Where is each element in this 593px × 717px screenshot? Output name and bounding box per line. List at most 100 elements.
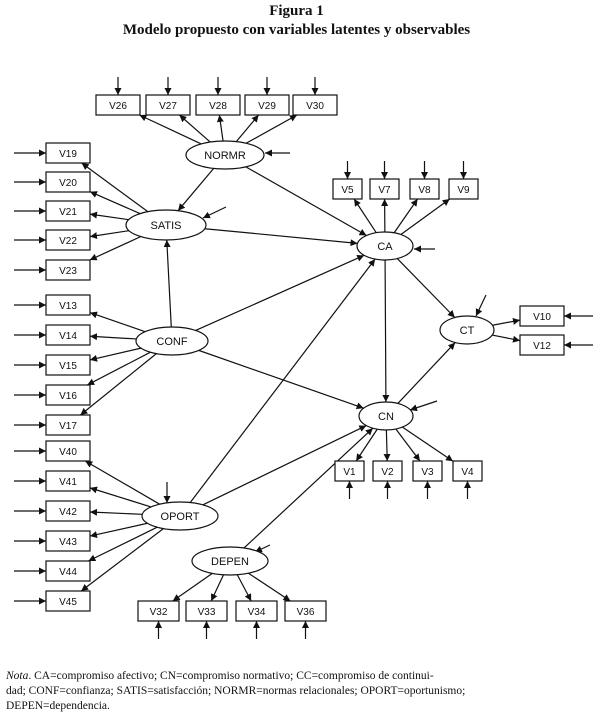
indicator-v10: V10: [519, 305, 565, 327]
indicator-v16: V16: [45, 384, 91, 406]
path-oport-v44: [88, 526, 158, 562]
path-ca-ct: [396, 258, 456, 318]
path-satis-v22: [89, 230, 130, 240]
path-ct-v12: [492, 334, 521, 343]
indicator-v34: V34: [235, 600, 278, 622]
indicator-v29: V29: [244, 94, 290, 116]
indicator-label-v14: V14: [59, 331, 77, 342]
indicator-label-v15: V15: [59, 361, 77, 372]
path-oport-v41: [89, 486, 152, 508]
indicator-v43: V43: [45, 530, 91, 552]
indicator-label-v44: V44: [59, 567, 77, 578]
indicator-box: [45, 259, 91, 281]
path-satis-v23: [89, 236, 141, 261]
path-normr-v26: [139, 114, 202, 145]
indicator-v32: V32: [137, 600, 180, 622]
indicator-box: [45, 500, 91, 522]
indicator-label-v29: V29: [258, 101, 276, 112]
path-depen-v34: [236, 574, 252, 602]
latent-ellipse: [356, 231, 414, 261]
path-normr-ca: [245, 166, 367, 237]
indicator-label-v17: V17: [59, 421, 77, 432]
path-normr-v28: [216, 114, 224, 142]
indicator-box: [45, 200, 91, 222]
path-conf-v13: [89, 311, 146, 333]
indicator-v9: V9: [448, 178, 479, 200]
indicator-v30: V30: [292, 94, 338, 116]
indicator-box: [519, 305, 565, 327]
figure-number: Figura 1: [269, 3, 324, 19]
indicator-v42: V42: [45, 500, 91, 522]
indicator-label-v43: V43: [59, 537, 77, 548]
indicator-label-v20: V20: [59, 178, 77, 189]
figure-note: Nota. CA=compromiso afectivo; CN=comprom…: [6, 669, 566, 714]
disturbance-arrow-cn: [409, 400, 438, 412]
latent-cn: CN: [358, 401, 414, 431]
latent-label-conf: CONF: [156, 336, 187, 348]
path-depen-v33: [210, 574, 225, 602]
indicator-v8: V8: [409, 178, 440, 200]
indicator-label-v41: V41: [59, 477, 77, 488]
indicator-v13: V13: [45, 294, 91, 316]
path-depen-v32: [172, 572, 213, 602]
path-oport-cn: [202, 425, 367, 506]
indicator-v14: V14: [45, 324, 91, 346]
latent-label-ca: CA: [377, 241, 393, 253]
indicator-box: [45, 171, 91, 193]
indicator-v15: V15: [45, 354, 91, 376]
indicator-v7: V7: [369, 178, 400, 200]
indicator-v40: V40: [45, 440, 91, 462]
latent-label-satis: SATIS: [151, 220, 182, 232]
indicator-box: [195, 94, 241, 116]
path-oport-v40: [84, 460, 160, 505]
indicator-box: [369, 178, 400, 200]
indicator-label-v13: V13: [59, 301, 77, 312]
indicator-v45: V45: [45, 590, 91, 612]
indicator-box: [412, 460, 443, 482]
indicator-label-v8: V8: [418, 185, 431, 196]
indicator-box: [45, 229, 91, 251]
latent-ellipse: [125, 209, 207, 241]
indicator-label-v27: V27: [159, 101, 177, 112]
path-cn-v4: [402, 426, 454, 462]
path-ca-v9: [400, 198, 451, 235]
path-ct-v10: [492, 317, 521, 326]
indicator-label-v26: V26: [109, 101, 127, 112]
latent-ellipse: [358, 401, 414, 431]
indicator-box: [45, 414, 91, 436]
path-oport-v43: [89, 522, 148, 538]
indicator-box: [137, 600, 180, 622]
path-conf-ca: [195, 254, 365, 331]
indicator-label-v30: V30: [306, 101, 324, 112]
indicator-label-v22: V22: [59, 236, 77, 247]
path-normr-v30: [245, 114, 298, 144]
indicator-label-v7: V7: [378, 185, 391, 196]
latent-ct: CT: [439, 315, 495, 345]
indicator-v1: V1: [334, 460, 365, 482]
latent-ca: CA: [356, 231, 414, 261]
indicator-label-v40: V40: [59, 447, 77, 458]
path-conf-satis: [163, 239, 172, 328]
path-normr-v29: [235, 114, 260, 142]
figure-header: Figura 1 Modelo propuesto con variables …: [0, 2, 593, 40]
indicator-label-v45: V45: [59, 597, 77, 608]
indicator-v12: V12: [519, 334, 565, 356]
path-oport-v45: [80, 528, 164, 592]
indicator-label-v33: V33: [198, 607, 216, 618]
indicator-box: [145, 94, 191, 116]
latent-label-oport: OPORT: [161, 511, 200, 523]
indicator-v33: V33: [185, 600, 228, 622]
indicator-label-v9: V9: [457, 185, 470, 196]
note-label: Nota: [6, 670, 29, 682]
indicator-label-v28: V28: [209, 101, 227, 112]
path-ca-v5: [353, 198, 377, 234]
path-conf-v17: [80, 353, 157, 416]
latent-ellipse: [141, 501, 219, 531]
indicator-label-v3: V3: [421, 467, 434, 478]
indicator-label-v32: V32: [150, 607, 168, 618]
indicator-box: [45, 142, 91, 164]
indicator-box: [45, 590, 91, 612]
path-cn-v2: [383, 429, 391, 462]
note-line-2: dad; CONF=confianza; SATIS=satisfacción;…: [6, 685, 466, 697]
latent-label-normr: NORMR: [204, 150, 246, 162]
